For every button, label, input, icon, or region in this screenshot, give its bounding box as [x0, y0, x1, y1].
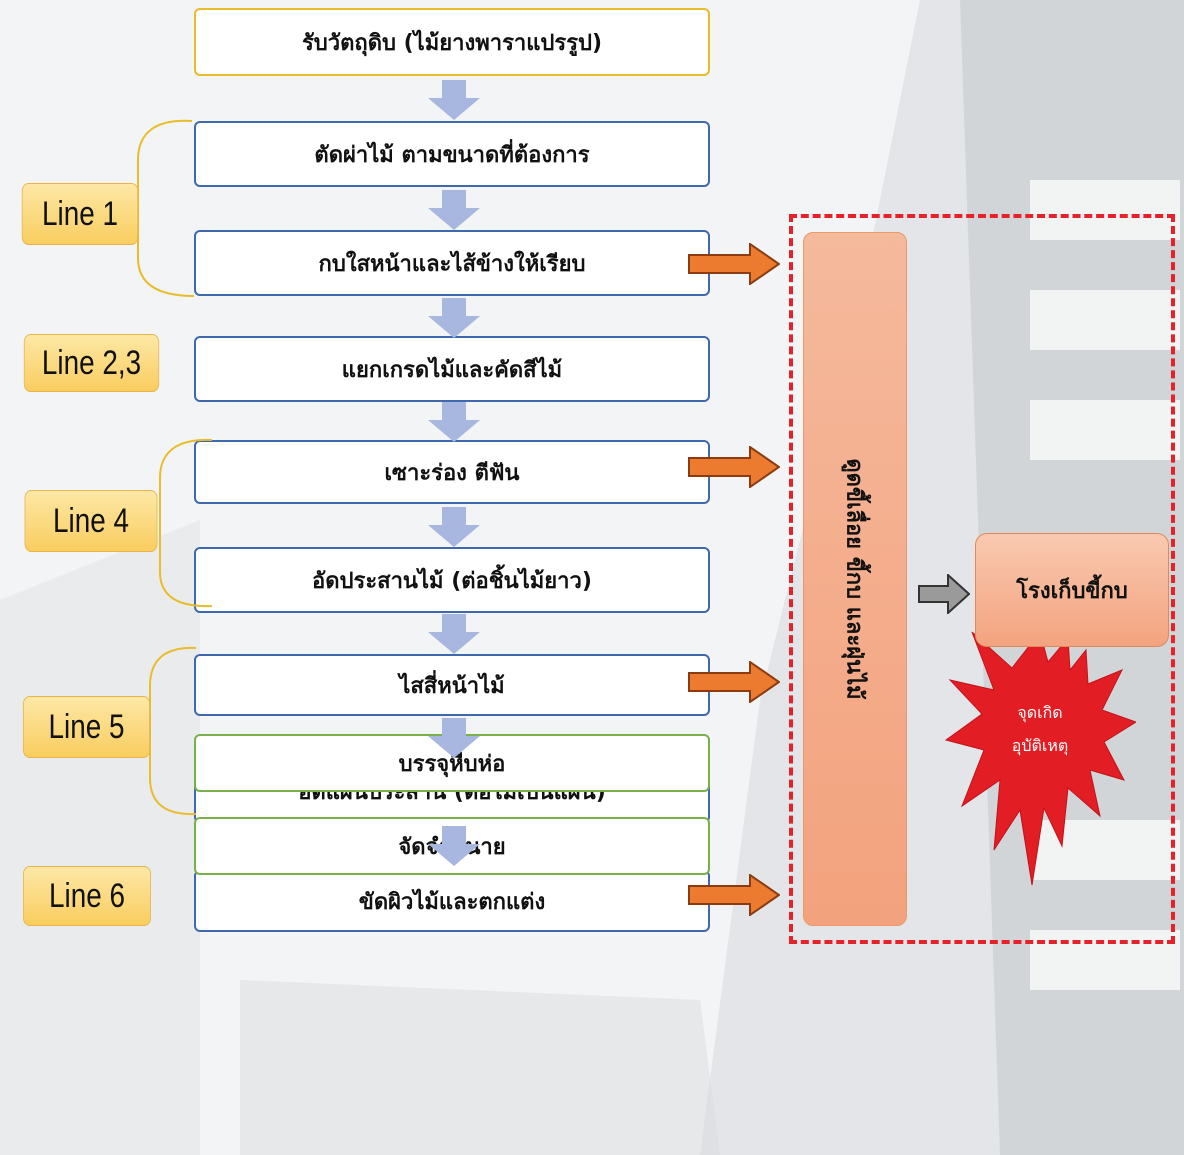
explosion-star-icon	[944, 630, 1136, 886]
step-label: รับวัตถุดิบ (ไม้ยางพาราแปรรูป)	[301, 30, 603, 56]
step-plane-surface: กบใสหน้าและไส้ข้างให้เรียบ	[194, 230, 710, 296]
step-label: กบใสหน้าและไส้ข้างให้เรียบ	[318, 251, 586, 277]
line-label-6: Line 6	[23, 866, 151, 926]
down-arrow-icon	[428, 402, 480, 442]
hazard-zone-boundary	[789, 214, 1175, 944]
down-arrow-icon	[428, 190, 480, 230]
step-label: ตัดผ่าไม้ ตามขนาดที่ต้องการ	[314, 142, 590, 168]
step-cut-wood: ตัดผ่าไม้ ตามขนาดที่ต้องการ	[194, 121, 710, 187]
down-arrow-icon	[428, 507, 480, 547]
down-arrow-icon	[428, 298, 480, 338]
line-label-2-3: Line 2,3	[23, 334, 160, 392]
step-four-side-plane: ไสสี่หน้าไม้	[194, 654, 710, 716]
step-raw-material: รับวัตถุดิบ (ไม้ยางพาราแปรรูป)	[194, 8, 710, 76]
step-groove: เซาะร่อง ตีฟัน	[194, 440, 710, 504]
line-label-4: Line 4	[24, 490, 158, 552]
down-arrow-icon	[428, 80, 480, 120]
step-label: เซาะร่อง ตีฟัน	[384, 460, 520, 486]
gray-arrow-icon	[918, 574, 970, 614]
step-label: ไสสี่หน้าไม้	[399, 673, 505, 699]
step-finger-joint: อัดประสานไม้ (ต่อชิ้นไม้ยาว)	[194, 547, 710, 613]
line-label-1: Line 1	[21, 183, 139, 245]
down-arrow-icon	[428, 718, 480, 758]
orange-arrow-icon	[688, 446, 780, 488]
orange-arrow-icon	[688, 874, 780, 916]
down-arrow-icon	[428, 826, 480, 866]
step-label: ขัดผิวไม้และตกแต่ง	[358, 889, 546, 915]
line-label-5: Line 5	[22, 696, 151, 758]
dust-collection-bar	[803, 232, 907, 926]
orange-arrow-icon	[688, 243, 780, 285]
step-label: แยกเกรดไม้และคัดสีไม้	[341, 357, 563, 383]
accident-point-label: จุดเกิด อุบัติเหตุ	[1011, 703, 1069, 755]
sawdust-storage-box: โรงเก็บขี้กบ	[975, 533, 1169, 647]
down-arrow-icon	[428, 614, 480, 654]
step-sanding: ขัดผิวไม้และตกแต่ง	[194, 870, 710, 932]
step-packaging: บรรจุหีบห่อ	[194, 734, 710, 792]
orange-arrow-icon	[688, 661, 780, 703]
dust-collection-label: ดูดขี้เลื่อย ขี้กบ และฝุ่นไม้	[841, 458, 867, 700]
step-label: อัดประสานไม้ (ต่อชิ้นไม้ยาว)	[312, 568, 592, 594]
step-grade-sort: แยกเกรดไม้และคัดสีไม้	[194, 336, 710, 402]
